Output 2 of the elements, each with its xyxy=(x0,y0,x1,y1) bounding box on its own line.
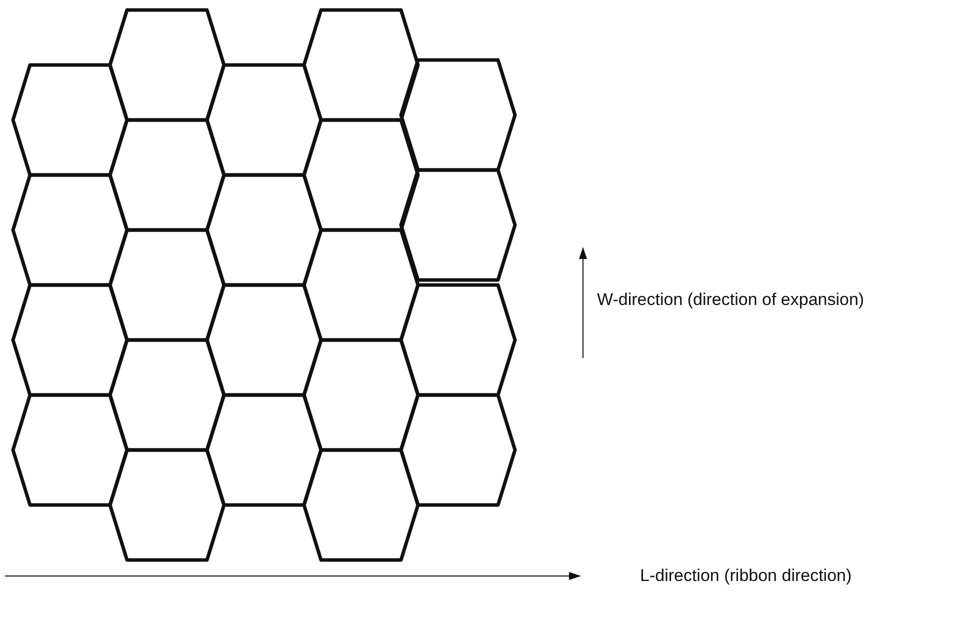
direction-label: L-direction (ribbon direction) xyxy=(640,566,852,586)
direction-label: W-direction (direction of expansion) xyxy=(597,290,864,310)
